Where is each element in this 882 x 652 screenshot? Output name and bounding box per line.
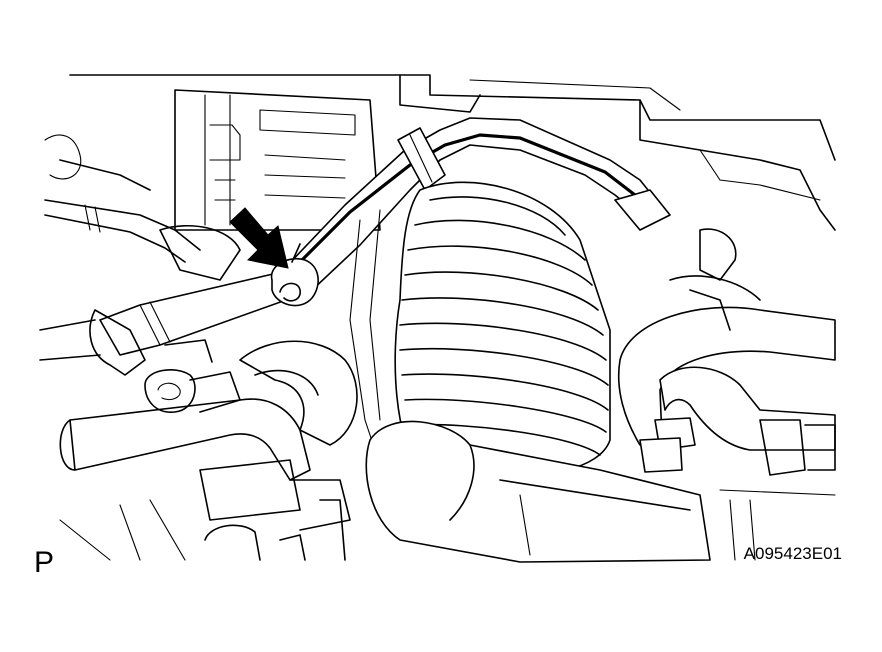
- coolant-hose: [59, 340, 358, 481]
- figure-code-label: A095423E01: [743, 544, 842, 563]
- heater-hoses: [617, 228, 836, 561]
- arrow-icon: [229, 207, 289, 269]
- sensor-connector: [144, 339, 241, 413]
- lower-components: [59, 459, 351, 561]
- firewall-outline: [69, 74, 836, 231]
- mounting-bracket: [174, 89, 381, 231]
- pcv-hose: [284, 117, 671, 293]
- intake-duct: [365, 420, 711, 563]
- view-letter-label: P: [34, 546, 55, 579]
- left-harness: [44, 134, 241, 281]
- hose-clamp: [270, 243, 319, 307]
- air-intake-hose: [349, 181, 611, 481]
